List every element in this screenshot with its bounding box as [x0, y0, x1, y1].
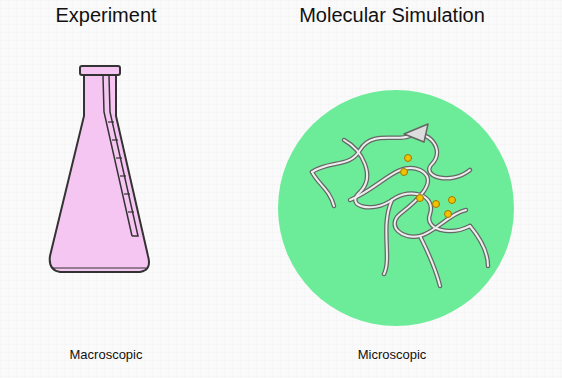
column-heading: Molecular Simulation	[299, 4, 485, 27]
column-heading: Experiment	[55, 4, 156, 27]
scale-label: Macroscopic	[70, 348, 143, 363]
simulation-circle	[278, 90, 514, 326]
flask	[50, 66, 149, 272]
scale-label: Microscopic	[358, 348, 427, 363]
protein-ribbon	[312, 124, 488, 286]
